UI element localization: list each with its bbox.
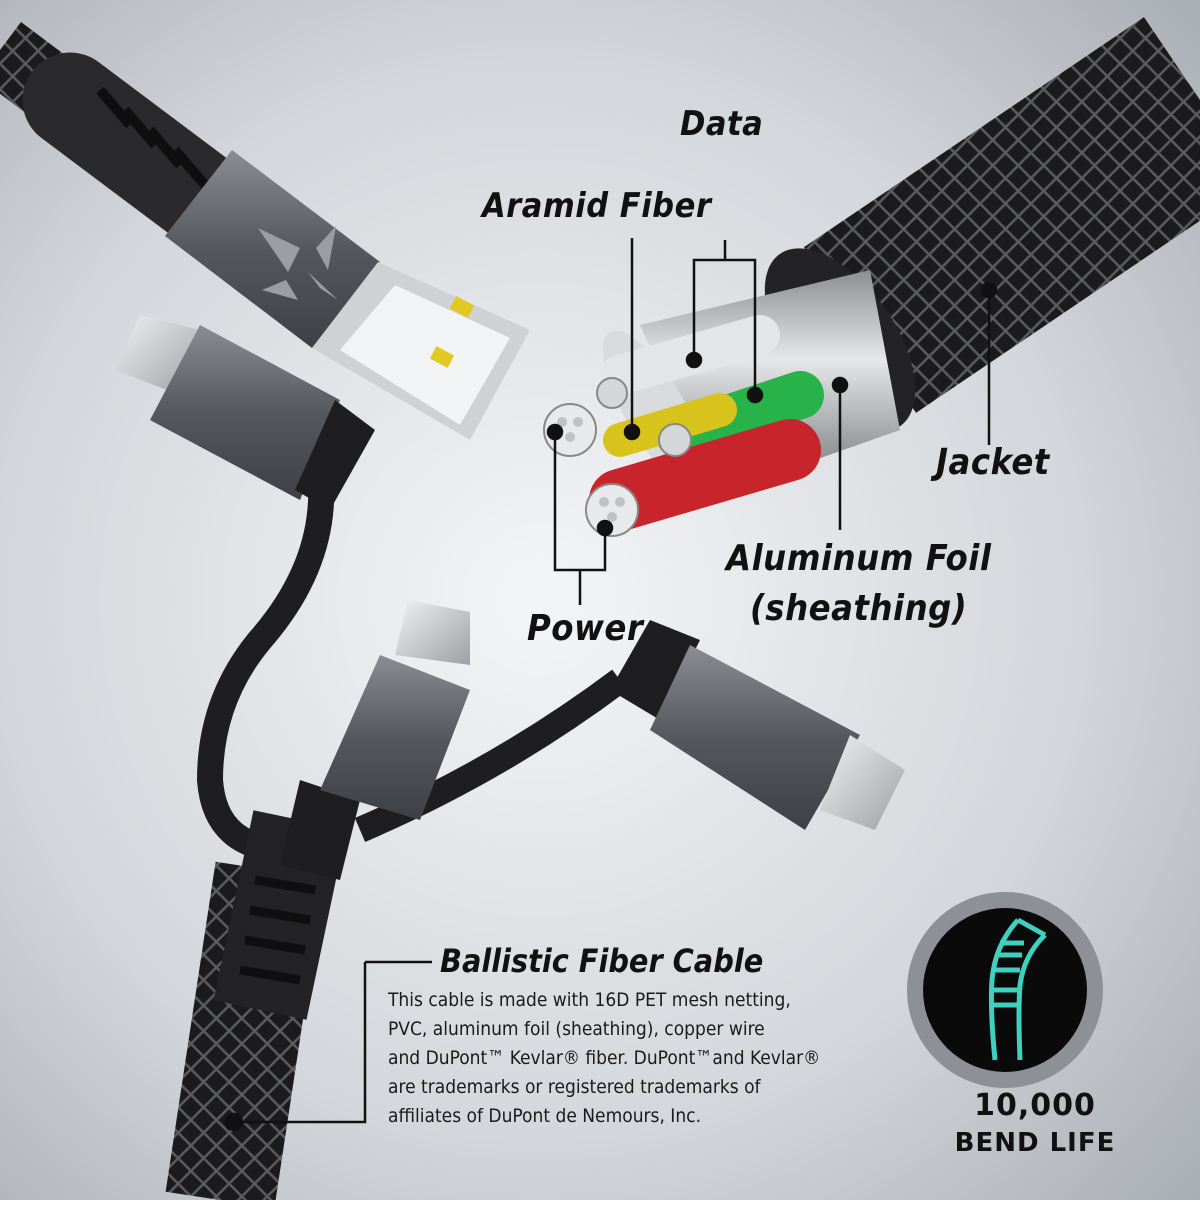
description-line: PVC, aluminum foil (sheathing), copper w… [388,1018,765,1040]
label-jacket: Jacket [936,442,1050,483]
callout-lines [224,238,998,1132]
description-line: and DuPont™ Kevlar® fiber. DuPont™and Ke… [388,1047,821,1069]
label-power: Power [527,608,644,649]
label-sheathing: (sheathing) [750,588,968,629]
usb-c-hub [165,600,470,1205]
bend-cable-icon [988,917,1047,1061]
ballistic-description: This cable is made with 16D PET mesh net… [388,986,828,1131]
label-aluminum-foil: Aluminum Foil [726,538,992,579]
usb-a-cable [0,22,530,440]
label-aramid-fiber: Aramid Fiber [482,186,712,226]
bend-life-text: BEND LIFE [954,1128,1116,1158]
braided-jacket [803,17,1200,413]
label-data: Data [680,104,764,144]
bend-life-number: 10,000 [974,1088,1096,1123]
lightning-connector [354,620,905,842]
description-line: affiliates of DuPont de Nemours, Inc. [388,1105,702,1127]
x-logo-icon [258,226,338,300]
cable-cross-section [543,17,1200,537]
ballistic-title: Ballistic Fiber Cable [440,942,764,980]
description-line: are trademarks or registered trademarks … [388,1076,761,1098]
description-line: This cable is made with 16D PET mesh net… [388,989,791,1011]
micro-usb-connector [115,315,375,863]
bend-life-badge [907,892,1103,1088]
